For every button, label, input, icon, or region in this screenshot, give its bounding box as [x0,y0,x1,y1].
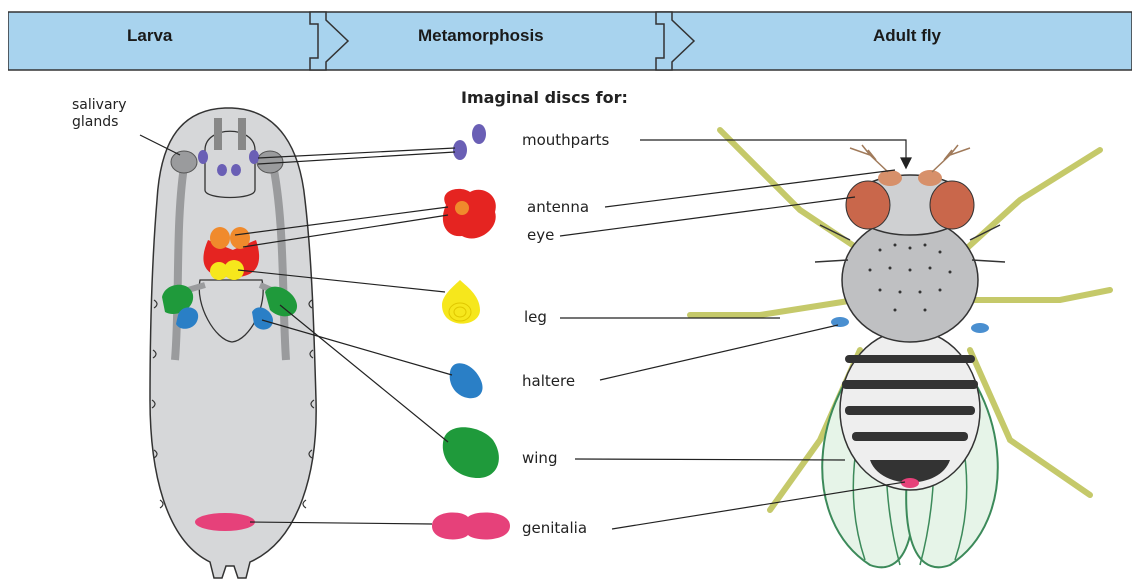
genitalia-disc [432,513,510,540]
adult-fly-illustration [690,130,1110,567]
wing-disc [443,427,499,478]
label-antenna: antenna [527,198,589,216]
label-leg: leg [524,308,547,326]
haltere-disc [450,363,483,398]
disc-icons [432,124,510,539]
label-eye: eye [527,226,554,244]
label-haltere: haltere [522,372,575,390]
label-wing: wing [522,449,557,467]
eye-antenna-disc [443,189,496,239]
imaginal-discs-heading: Imaginal discs for: [461,88,628,107]
label-genitalia: genitalia [522,519,587,537]
mouthparts-disc [453,140,467,160]
salivary-glands-label: salivary glands [72,97,142,131]
label-mouthparts: mouthparts [522,131,609,149]
larva-illustration [150,108,316,578]
